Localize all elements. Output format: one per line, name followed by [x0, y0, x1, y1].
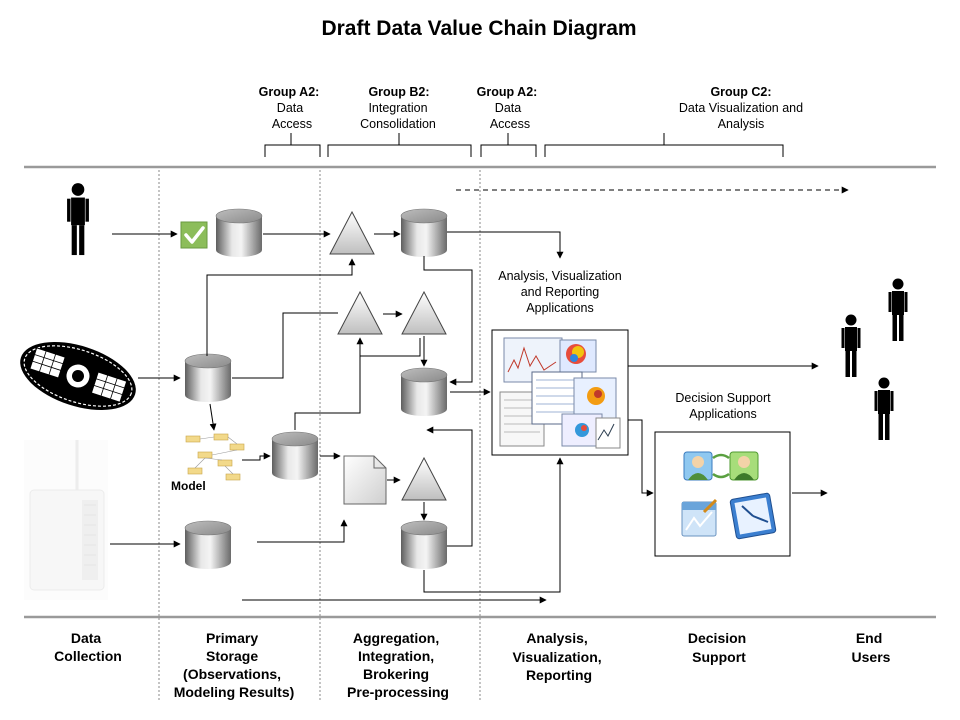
decision-apps-label-line2: Applications: [689, 407, 756, 421]
processor-icon: [337, 291, 383, 335]
decision-apps-box: [654, 431, 791, 557]
processor-icon: [329, 211, 375, 255]
database-icon: [400, 520, 448, 570]
page-title: Draft Data Value Chain Diagram: [321, 17, 636, 40]
field-observer-icon: [67, 183, 89, 256]
analysis-screenshots-icon: [499, 337, 621, 449]
satellite-icon: [20, 341, 136, 411]
group-header-c2: Group C2: Data Visualization and Analysi…: [679, 85, 803, 131]
group-bold: Group B2: [368, 85, 425, 99]
sensor-instrument-icon: [24, 440, 108, 600]
group-line2: Analysis: [718, 117, 765, 131]
column-separators: [158, 170, 481, 700]
model-flowchart-icon: [184, 432, 246, 484]
edit-document-icon: [681, 498, 718, 537]
stage-label-primary-storage: Primary Storage (Observations, Modeling …: [174, 630, 295, 700]
database-icon: [215, 208, 263, 258]
group-brackets: [264, 133, 784, 157]
stage-label-end-users: End Users: [852, 630, 891, 665]
group-header-a2-right: Group A2: Data Access: [477, 85, 538, 131]
group-line1: Integration: [368, 101, 427, 115]
group-header-b2: Group B2: Integration Consolidation: [360, 85, 436, 131]
end-user-icon: [888, 278, 908, 341]
database-icon: [400, 367, 448, 417]
analysis-apps-label-line1: Analysis, Visualization: [498, 269, 621, 283]
bracket-a2-left: [264, 133, 321, 157]
group-bold: Group C2: [710, 85, 767, 99]
analysis-apps-label-line3: Applications: [526, 301, 593, 315]
end-user-icon: [874, 377, 894, 440]
svg-text:Group C2:: Group C2:: [710, 85, 771, 99]
group-bold: Group A2: [477, 85, 534, 99]
svg-text:Group A2:: Group A2:: [259, 85, 320, 99]
group-line2: Access: [490, 117, 530, 131]
analysis-apps-label-line2: and Reporting: [521, 285, 600, 299]
svg-text:Group B2:: Group B2:: [368, 85, 429, 99]
group-bold: Group A2: [259, 85, 316, 99]
stage-label-data-collection: Data Collection: [54, 630, 122, 664]
group-line1: Data: [277, 101, 303, 115]
svg-text:Group A2:: Group A2:: [477, 85, 538, 99]
clock-chart-icon: [729, 492, 777, 540]
bracket-b2: [327, 133, 472, 157]
database-icon: [184, 353, 232, 403]
stage-label-aggregation: Aggregation, Integration, Brokering Pre-…: [347, 630, 449, 700]
bracket-c2: [544, 133, 784, 157]
group-line1: Data: [495, 101, 521, 115]
flow-connectors: [110, 230, 828, 604]
bracket-a2-right: [480, 133, 537, 157]
database-icon: [184, 520, 232, 570]
document-icon: [343, 455, 387, 505]
end-user-icon: [841, 314, 861, 377]
group-line2: Consolidation: [360, 117, 436, 131]
group-header-a2-left: Group A2: Data Access: [259, 85, 320, 131]
stage-label-decision-support: Decision Support: [688, 630, 750, 665]
stage-labels: Data Collection Primary Storage (Observa…: [54, 630, 891, 700]
model-label: Model: [171, 479, 206, 493]
group-line2: Access: [272, 117, 312, 131]
user-exchange-icon: [683, 451, 759, 481]
processor-icon: [401, 291, 447, 335]
quality-check-icon: [180, 221, 208, 249]
group-line1: Data Visualization and: [679, 101, 803, 115]
processor-icon: [401, 457, 447, 501]
stage-label-analysis: Analysis, Visualization, Reporting: [512, 630, 605, 683]
decision-apps-label-line1: Decision Support: [675, 391, 771, 405]
database-icon: [271, 431, 319, 481]
database-icon: [400, 208, 448, 258]
